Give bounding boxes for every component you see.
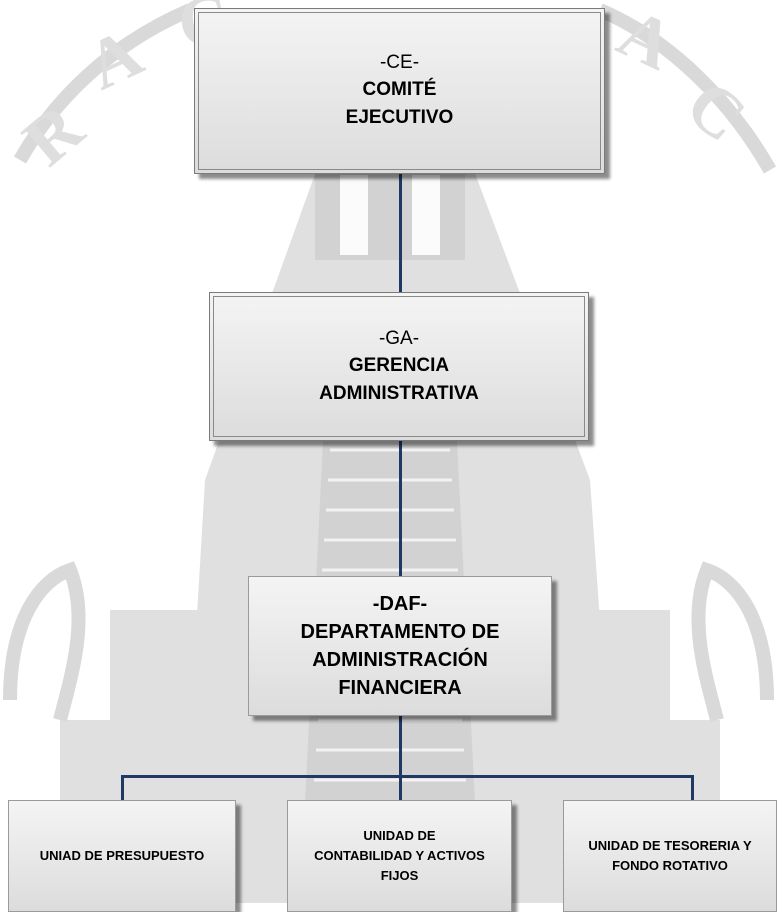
node-name-line: DEPARTAMENTO DE [300,621,500,643]
node-name-line: CONTABILIDAD Y ACTIVOS [314,848,485,863]
connector-ga-daf [399,439,402,576]
node-unidad-presupuesto: UNIAD DE PRESUPUESTO [8,800,236,912]
node-name-line: UNIDAD DE TESORERIA Y [588,838,752,853]
node-name-line: FIJOS [380,868,419,883]
node-name-line: ADMINISTRATIVA [319,382,479,404]
connector-unit-3 [691,775,694,801]
svg-text:R: R [9,89,98,181]
node-unidad-tesoreria: UNIDAD DE TESORERIA Y FONDO ROTATIVO [563,800,777,912]
node-departamento-administracion-financiera: -DAF- DEPARTAMENTO DE ADMINISTRACIÓN FIN… [248,576,552,716]
connector-daf-bus [399,715,402,777]
node-name-line: UNIDAD DE [363,828,436,843]
connector-unit-1 [121,775,124,801]
connector-bus [121,775,694,778]
node-name-line: FINANCIERA [338,677,462,699]
connector-unit-2 [399,775,402,801]
node-gerencia-administrativa: -GA- GERENCIA ADMINISTRATIVA [209,292,589,441]
node-name-line: UNIAD DE PRESUPUESTO [39,848,205,863]
node-name-line: COMITÉ [362,79,437,100]
node-unidad-contabilidad: UNIDAD DE CONTABILIDAD Y ACTIVOS FIJOS [287,800,512,912]
node-code: -GA- [378,327,420,349]
node-code: -DAF- [372,593,428,615]
node-name-line: ADMINISTRACIÓN [312,649,488,671]
node-name-line: GERENCIA [348,354,450,376]
node-name-line: EJECUTIVO [345,107,454,128]
node-comite-ejecutivo: -CE- COMITÉ EJECUTIVO [194,8,605,174]
connector-ce-ga [399,172,402,294]
node-name-line: FONDO ROTATIVO [612,858,728,873]
node-code: -CE- [379,52,420,73]
